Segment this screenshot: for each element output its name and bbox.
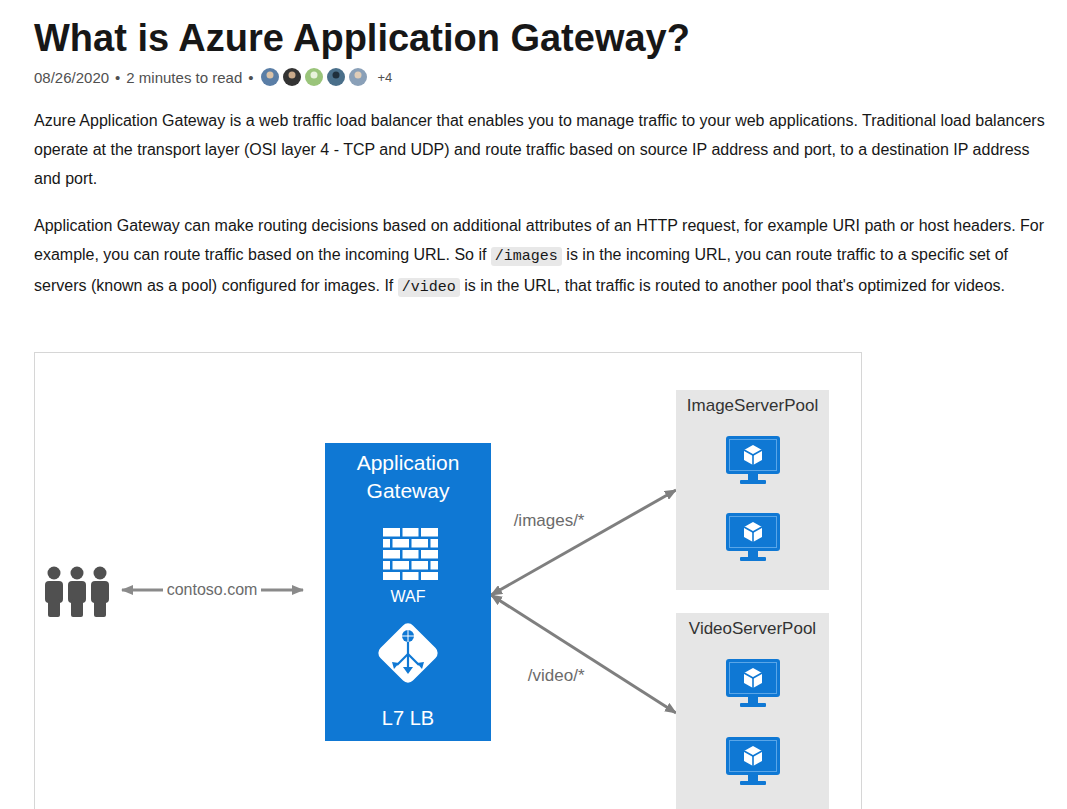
server-pool: VideoServerPool [676,613,829,809]
connection-label: contoso.com [163,580,262,600]
connector-label: /video/* [524,666,589,686]
contributor-count: +4 [378,70,393,85]
paragraph-text: is in the URL, that traffic is routed to… [464,277,1005,294]
page-title: What is Azure Application Gateway? [34,14,1052,62]
server-icon [726,513,780,563]
server-icon [726,659,780,709]
paragraph: Application Gateway can make routing dec… [34,211,1052,302]
meta-text: • [248,69,253,86]
inline-code: /images [491,247,562,266]
inline-code: /video [398,278,460,297]
meta-text: • [115,69,120,86]
pool-title: ImageServerPool [676,395,829,417]
users-icon [44,565,110,619]
label-holder: /video/* [524,666,589,686]
pool-title: VideoServerPool [676,618,829,640]
meta-text: 08/26/2020 [34,69,109,86]
component-label: WAF [325,587,491,607]
server-icon [726,737,780,787]
paragraph: Azure Application Gateway is a web traff… [34,106,1052,193]
article-header: What is Azure Application Gateway? 08/26/… [34,0,1052,302]
connector-arrow [491,595,676,713]
label-holder: contoso.com [163,580,262,600]
meta-text: 2 minutes to read [126,69,242,86]
firewall-icon [383,528,438,580]
component-label: L7 LB [325,705,491,731]
connector-arrow [491,490,676,595]
meta-row: 08/26/2020 • 2 minutes to read • +4 [34,66,1052,88]
server-pool: ImageServerPool [676,390,829,590]
paragraph-text: Azure Application Gateway is a web traff… [34,112,1045,187]
gateway-box: Application GatewayWAF L7 LB [325,443,491,741]
gateway-title: Application Gateway [325,449,491,505]
connector-label: /images/* [510,511,589,531]
load-balancer-icon [372,617,444,689]
label-holder: /images/* [510,511,589,531]
server-icon [726,436,780,486]
contributor-avatars [260,67,372,87]
